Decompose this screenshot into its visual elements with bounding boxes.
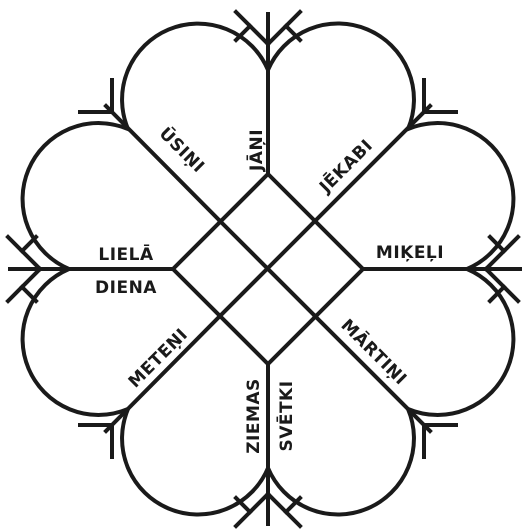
label-meteni: METEŅI <box>125 325 192 392</box>
west-ornament-arm-bottom <box>22 269 40 287</box>
axis-southeast <box>315 316 430 431</box>
south-ornament-arm-right <box>268 494 286 512</box>
axis-southwest <box>106 316 220 431</box>
north-ornament-arm-left <box>250 26 268 44</box>
label-martini: MĀRTIŅI <box>337 314 412 389</box>
label-liela-line1: LIELĀ <box>98 243 154 265</box>
north-ornament-arm-right <box>268 26 286 44</box>
label-mikeli: MIĶEĻI <box>376 243 444 263</box>
label-liela-line2: DIENA <box>95 278 157 298</box>
label-ziemas: ZIEMAS <box>244 378 264 454</box>
south-ornament-arm-left <box>250 494 268 512</box>
axis-northeast <box>315 106 430 221</box>
label-jani: JĀŅI <box>245 129 267 172</box>
west-ornament-arm-top <box>22 251 40 269</box>
label-usini: ŪSIŅI <box>155 122 210 177</box>
label-svetki: SVĒTKI <box>275 380 297 451</box>
